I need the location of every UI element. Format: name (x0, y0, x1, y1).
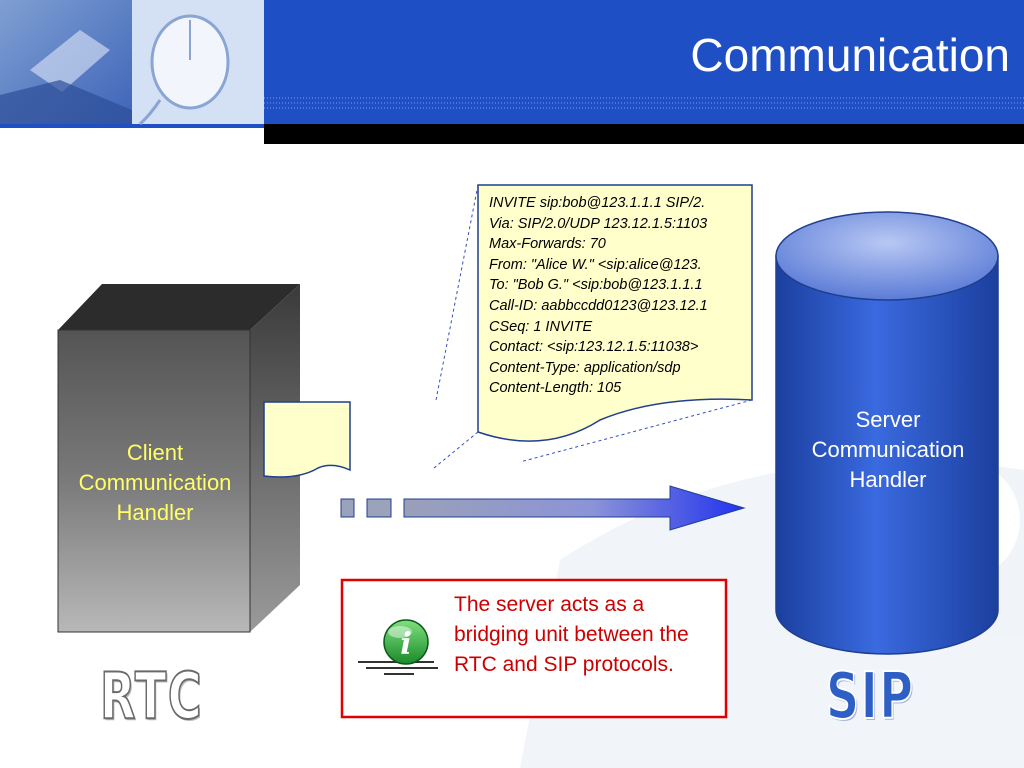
info-icon: i (358, 619, 438, 675)
svg-text:i: i (400, 627, 411, 662)
client-label: Client Communication Handler (60, 438, 250, 528)
sip-message-line: CSeq: 1 INVITE (489, 318, 593, 335)
sip-message-line: Contact: <sip:123.12.1.5:11038> (489, 339, 699, 356)
server-cylinder (775, 211, 999, 655)
sip-message-line: Via: SIP/2.0/UDP 123.12.1.5:1103 (489, 215, 708, 232)
client-document (263, 401, 351, 478)
sip-message-line: Call-ID: aabbccdd0123@123.12.1 (489, 297, 708, 314)
server-label-line: Handler (849, 467, 927, 492)
sip-message-line: INVITE sip:bob@123.1.1.1 SIP/2. (489, 195, 706, 211)
sip-message-line: Content-Type: application/sdp (489, 359, 681, 376)
server-label: Server Communication Handler (780, 405, 996, 495)
sip-label: SIP (825, 659, 915, 735)
sip-message-line: Max-Forwards: 70 (489, 236, 606, 253)
sip-message-line: To: "Bob G." <sip:bob@123.1.1.1 (489, 277, 703, 294)
sip-message-line: From: "Alice W." <sip:alice@123. (489, 256, 702, 273)
sip-message-text: INVITE sip:bob@123.1.1.1 SIP/2. Via: SIP… (489, 193, 751, 399)
client-label-line: Client (126, 440, 184, 465)
note-text: The server acts as a bridging unit betwe… (454, 593, 689, 676)
message-arrow (340, 485, 746, 531)
slide-title: Communication (690, 29, 1010, 81)
sip-message-line: Content-Length: 105 (489, 380, 622, 397)
rtc-label: RTC (99, 659, 203, 735)
client-label-line: Communication (78, 470, 232, 495)
sip-message-document (477, 184, 753, 442)
callout-lines (433, 184, 753, 469)
server-label-line: Communication (811, 437, 965, 462)
client-box (57, 284, 300, 633)
header-bar (0, 0, 1024, 144)
server-label-line: Server (855, 407, 921, 432)
client-label-line: Handler (116, 500, 194, 525)
